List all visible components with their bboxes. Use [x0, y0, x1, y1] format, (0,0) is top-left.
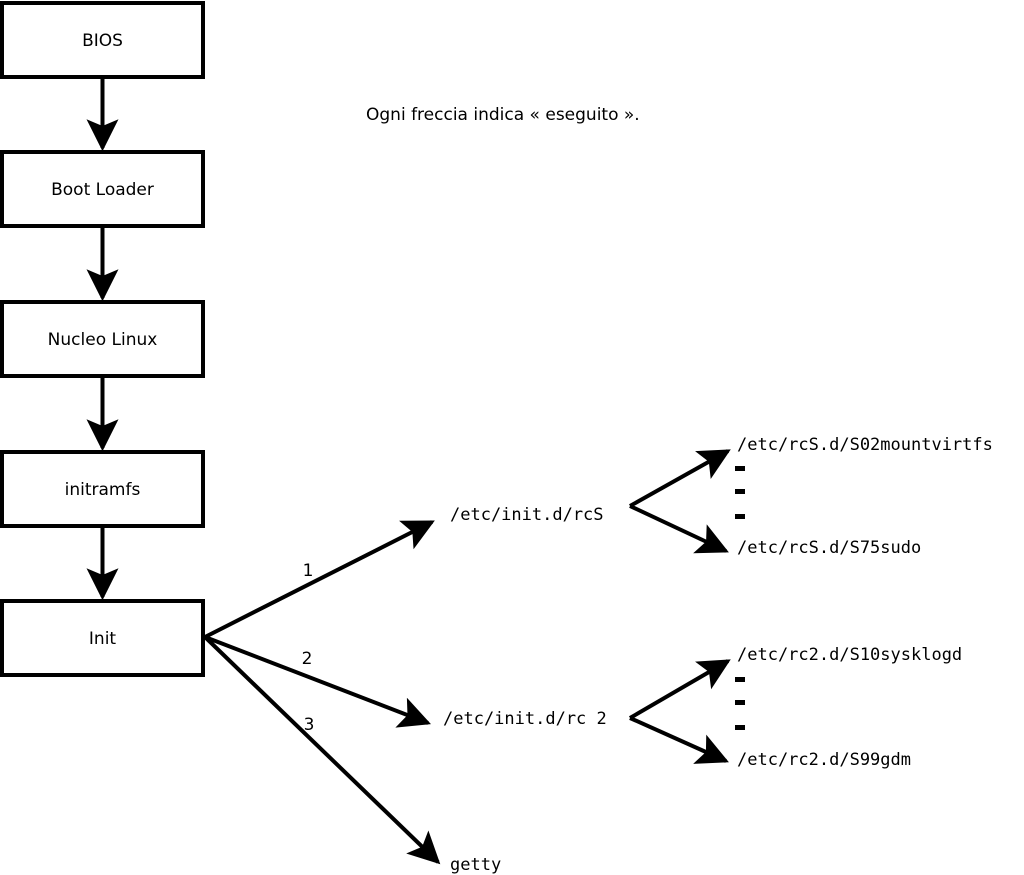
branch-number-1: 1	[303, 561, 314, 581]
node-nucleo-linux: Nucleo Linux	[0, 300, 205, 378]
label-rc2d-last: /etc/rc2.d/S99gdm	[737, 750, 911, 770]
label-rc2-script: /etc/init.d/rc 2	[443, 709, 607, 729]
ellipsis-dash	[735, 700, 745, 705]
node-init: Init	[0, 599, 205, 677]
caption-text: Ogni freccia indica « eseguito ».	[366, 105, 640, 125]
branch-number-2: 2	[302, 649, 313, 669]
node-boot-loader: Boot Loader	[0, 150, 205, 228]
ellipsis-dash	[735, 725, 745, 730]
node-bios: BIOS	[0, 1, 205, 79]
ellipsis-dash	[735, 514, 745, 519]
ellipsis-dash	[735, 677, 745, 682]
node-bios-label: BIOS	[82, 31, 123, 51]
arrow-rc2-to-first	[628, 659, 731, 720]
node-boot-loader-label: Boot Loader	[51, 180, 154, 200]
branch-number-3: 3	[304, 715, 315, 735]
label-getty: getty	[450, 855, 501, 875]
ellipsis-dash	[735, 466, 745, 471]
label-rcsd-last: /etc/rcS.d/S75sudo	[737, 538, 921, 558]
boot-chain-group: BIOS Boot Loader Nucleo Linux initramfs	[0, 1, 205, 677]
node-initramfs: initramfs	[0, 450, 205, 528]
node-bios-box	[0, 1, 205, 79]
node-nucleo-linux-box	[0, 300, 205, 378]
rcs-script-group: /etc/rcS.d/S02mountvirtfs /etc/rcS.d/S75…	[629, 435, 993, 558]
node-init-box	[0, 599, 205, 677]
arrow-rcs-to-first	[629, 449, 731, 508]
arrow-rc2-to-last	[629, 716, 729, 764]
ellipsis-dash	[735, 489, 745, 494]
arrow-init-to-rcs	[204, 520, 435, 639]
label-rcsd-first: /etc/rcS.d/S02mountvirtfs	[737, 435, 993, 455]
arrow-rcs-to-last	[629, 504, 729, 554]
label-rc2d-first: /etc/rc2.d/S10sysklogd	[737, 645, 962, 665]
node-nucleo-linux-label: Nucleo Linux	[48, 330, 158, 350]
node-initramfs-label: initramfs	[65, 480, 141, 500]
arrow-init-to-rc2	[204, 635, 431, 728]
node-boot-loader-box	[0, 150, 205, 228]
arrow-init-to-getty	[203, 635, 441, 865]
init-fanout-group: 1 2 3	[203, 520, 441, 865]
rc2-script-group: /etc/rc2.d/S10sysklogd /etc/rc2.d/S99gdm	[628, 645, 962, 770]
node-init-label: Init	[89, 629, 117, 649]
label-rcs-script: /etc/init.d/rcS	[450, 505, 604, 525]
